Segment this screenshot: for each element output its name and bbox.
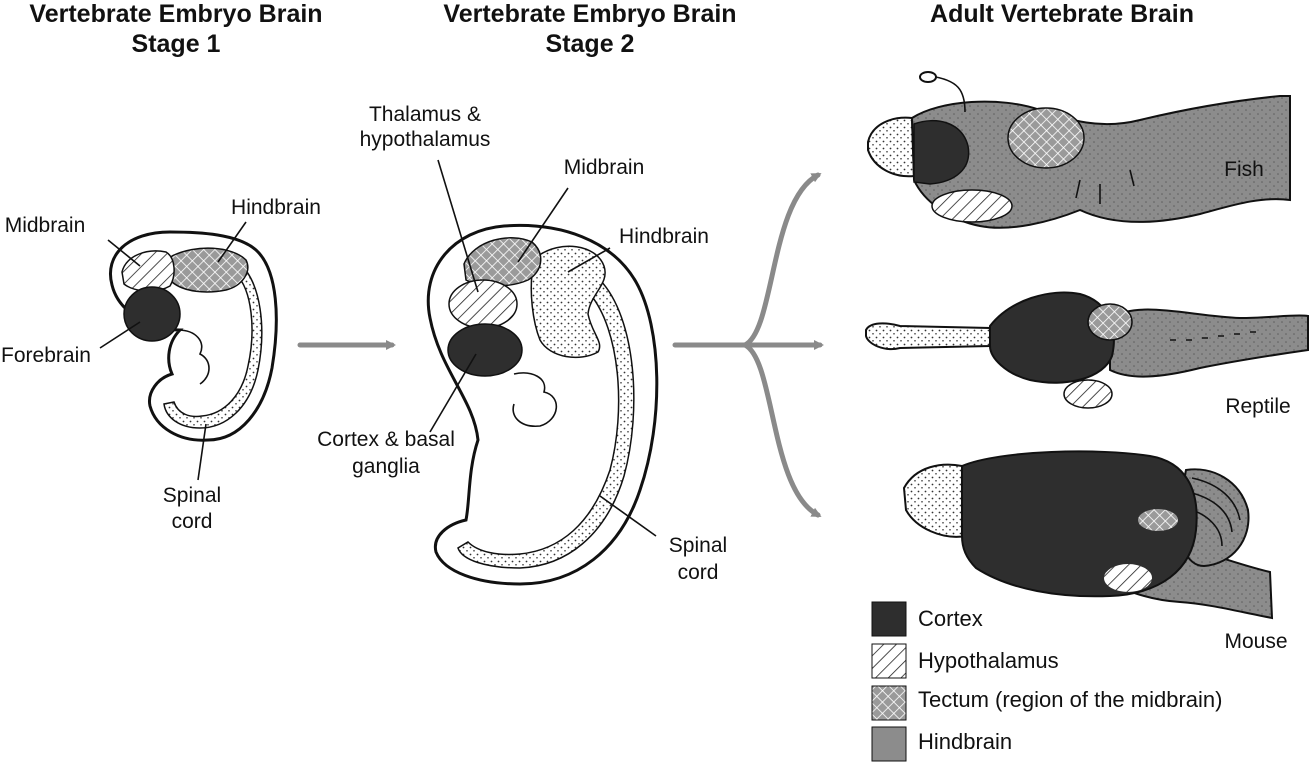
- arrow-to-fish: [742, 172, 822, 348]
- stage1-body-folds: [177, 329, 210, 385]
- mouse-olfactory-bulb: [902, 463, 968, 538]
- stage2-cortex-label-line2: ganglia: [352, 455, 420, 478]
- reptile-hypothalamus: [1063, 379, 1113, 409]
- stage2-spinal-cord: [457, 278, 635, 569]
- mouse-tectum: [1138, 509, 1178, 531]
- legend-swatch-hindbrain: [871, 726, 907, 762]
- stage1-hindbrain-leader: [217, 221, 247, 263]
- arrow-to-mouse: [742, 342, 822, 518]
- mouse-brain: Mouse: [902, 450, 1288, 653]
- reptile-hindbrain: [1109, 308, 1309, 378]
- stage1-forebrain: [123, 286, 181, 342]
- stage2-body-folds: [512, 372, 558, 427]
- legend-label-hypothalamus: Hypothalamus: [918, 648, 1059, 673]
- legend-swatch-tectum: [871, 685, 907, 721]
- mouse-hypothalamus: [1104, 564, 1152, 592]
- stage2-thalamus-label-line1: Thalamus &: [369, 103, 481, 126]
- fish-nerve-roots: [1075, 169, 1135, 204]
- mouse-label: Mouse: [1224, 630, 1287, 653]
- branching-arrows: [672, 172, 824, 518]
- stage2-cortex-label-line1: Cortex & basal: [317, 428, 455, 451]
- reptile-olfactory-tract: [865, 322, 991, 350]
- stage2-midbrain-label: Midbrain: [564, 156, 645, 179]
- stage2-hindbrain-leader: [567, 247, 611, 273]
- stage1-title-line2: Stage 1: [132, 30, 221, 58]
- legend-swatch-hypothalamus: [871, 643, 907, 679]
- fish-tectum: [1007, 107, 1085, 169]
- reptile-brain: Reptile: [865, 291, 1309, 418]
- legend: Cortex Hypothalamus Tectum (region of th…: [871, 601, 1222, 762]
- mouse-cortex: [961, 450, 1198, 598]
- stage2-thalamus-label-line2: hypothalamus: [360, 128, 491, 151]
- stage2-cortex-leader: [429, 353, 477, 433]
- reptile-tectum: [1087, 303, 1133, 341]
- stage1-embryo: Midbrain Hindbrain Forebrain Spinal cord: [1, 196, 321, 533]
- fish-label: Fish: [1224, 158, 1264, 181]
- stage1-forebrain-label: Forebrain: [1, 344, 91, 367]
- titles: Vertebrate Embryo Brain Stage 1 Vertebra…: [29, 0, 1194, 58]
- legend-swatch-cortex: [871, 601, 907, 637]
- legend-label-hindbrain: Hindbrain: [918, 729, 1012, 754]
- legend-label-tectum: Tectum (region of the midbrain): [918, 687, 1222, 712]
- stage2-cortex: [447, 323, 523, 377]
- fish-cortex: [913, 120, 970, 185]
- stage1-midbrain-label: Midbrain: [5, 214, 86, 237]
- fish-brain: Fish: [867, 71, 1291, 229]
- stage1-midbrain-leader: [107, 239, 141, 267]
- stage1-hindbrain: [166, 247, 249, 293]
- stage2-hindbrain-label: Hindbrain: [619, 225, 709, 248]
- fish-pineal-gland: [919, 71, 937, 83]
- stage2-title-line1: Vertebrate Embryo Brain: [443, 0, 736, 28]
- stage1-spinal-leader: [197, 423, 207, 481]
- reptile-label: Reptile: [1225, 395, 1290, 418]
- stage2-spinal-leader: [599, 495, 657, 537]
- stage2-midbrain-leader: [517, 187, 569, 263]
- stage2-spinal-label-line2: cord: [678, 561, 719, 584]
- stage2-spinal-label-line1: Spinal: [669, 534, 727, 557]
- stage1-spinal-cord: [163, 260, 263, 429]
- stage1-forebrain-leader: [99, 321, 141, 349]
- reptile-cranial-nerves: [1170, 331, 1256, 341]
- stage2-thalamus: [448, 279, 518, 329]
- fish-olfactory-bulb: [867, 116, 916, 178]
- stage2-thalamus-leader: [437, 159, 479, 293]
- stage1-title-line1: Vertebrate Embryo Brain: [29, 0, 322, 28]
- reptile-cortex: [989, 291, 1115, 384]
- stage1-spinal-label-line2: cord: [172, 510, 213, 533]
- stage2-embryo: Thalamus & hypothalamus Midbrain Hindbra…: [317, 103, 727, 586]
- legend-label-cortex: Cortex: [918, 606, 983, 631]
- adult-title: Adult Vertebrate Brain: [930, 0, 1194, 28]
- stage1-spinal-label-line1: Spinal: [163, 484, 221, 507]
- stage1-hindbrain-label: Hindbrain: [231, 196, 321, 219]
- stage2-title-line2: Stage 2: [546, 30, 635, 58]
- fish-hypothalamus: [931, 189, 1013, 223]
